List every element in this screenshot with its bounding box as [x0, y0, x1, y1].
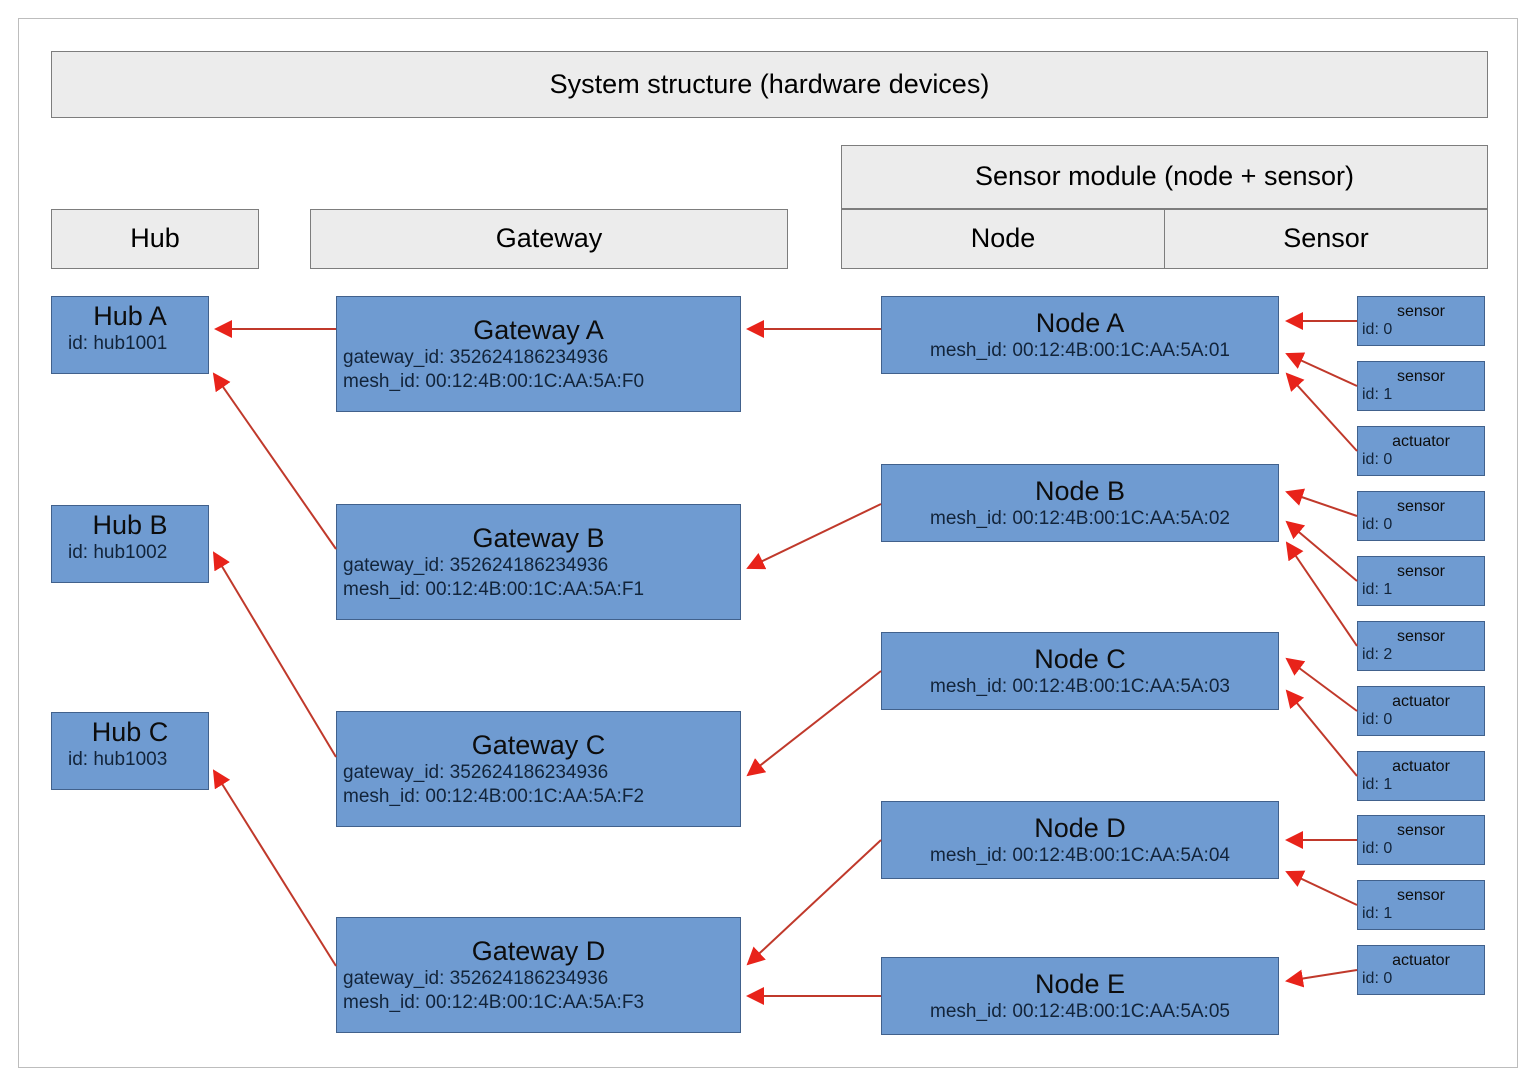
- gateway-d-mesh-id: mesh_id: 00:12:4B:00:1C:AA:5A:F3: [343, 991, 645, 1013]
- gateway-a-title: Gateway A: [473, 314, 604, 345]
- peripheral-sensor-0-node-b[interactable]: sensor id: 0: [1357, 491, 1485, 541]
- hub-a-box[interactable]: Hub A id: hub1001: [51, 296, 209, 374]
- gateway-b-title: Gateway B: [472, 522, 605, 553]
- peripheral-id: id: 1: [1362, 581, 1393, 598]
- node-b-title: Node B: [1034, 475, 1126, 506]
- node-a-mesh-id: mesh_id: 00:12:4B:00:1C:AA:5A:01: [930, 339, 1230, 361]
- gateway-c-box[interactable]: Gateway C gateway_id: 352624186234936 me…: [336, 711, 741, 827]
- gateway-c-title: Gateway C: [471, 729, 606, 760]
- peripheral-actuator-1-node-c[interactable]: actuator id: 1: [1357, 751, 1485, 801]
- node-e-title: Node E: [1034, 968, 1126, 999]
- peripheral-id: id: 0: [1362, 711, 1393, 728]
- gateway-b-gateway-id: gateway_id: 352624186234936: [343, 554, 609, 576]
- peripheral-title: sensor: [1396, 562, 1446, 580]
- peripheral-sensor-0-node-a[interactable]: sensor id: 0: [1357, 296, 1485, 346]
- header-hub-label: Hub: [130, 223, 180, 254]
- peripheral-title: actuator: [1392, 692, 1450, 710]
- node-e-mesh-id: mesh_id: 00:12:4B:00:1C:AA:5A:05: [930, 1000, 1230, 1022]
- diagram-border: [18, 18, 1518, 1068]
- hub-b-box[interactable]: Hub B id: hub1002: [51, 505, 209, 583]
- peripheral-title: sensor: [1396, 886, 1446, 904]
- gateway-d-gateway-id: gateway_id: 352624186234936: [343, 967, 609, 989]
- node-e-box[interactable]: Node E mesh_id: 00:12:4B:00:1C:AA:5A:05: [881, 957, 1279, 1035]
- node-a-title: Node A: [1035, 307, 1125, 338]
- peripheral-title: sensor: [1396, 367, 1446, 385]
- gateway-b-mesh-id: mesh_id: 00:12:4B:00:1C:AA:5A:F1: [343, 578, 645, 600]
- node-d-box[interactable]: Node D mesh_id: 00:12:4B:00:1C:AA:5A:04: [881, 801, 1279, 879]
- gateway-c-mesh-id: mesh_id: 00:12:4B:00:1C:AA:5A:F2: [343, 785, 645, 807]
- peripheral-id: id: 0: [1362, 970, 1393, 987]
- header-sensor-module-label: Sensor module (node + sensor): [975, 161, 1354, 192]
- peripheral-title: actuator: [1392, 951, 1450, 969]
- node-d-title: Node D: [1034, 812, 1126, 843]
- peripheral-sensor-1-node-b[interactable]: sensor id: 1: [1357, 556, 1485, 606]
- gateway-b-box[interactable]: Gateway B gateway_id: 352624186234936 me…: [336, 504, 741, 620]
- header-sensor-label: Sensor: [1283, 223, 1369, 254]
- hub-c-box[interactable]: Hub C id: hub1003: [51, 712, 209, 790]
- gateway-a-gateway-id: gateway_id: 352624186234936: [343, 346, 609, 368]
- header-sensor-module: Sensor module (node + sensor): [841, 145, 1488, 209]
- peripheral-actuator-0-node-c[interactable]: actuator id: 0: [1357, 686, 1485, 736]
- peripheral-sensor-2-node-b[interactable]: sensor id: 2: [1357, 621, 1485, 671]
- node-b-box[interactable]: Node B mesh_id: 00:12:4B:00:1C:AA:5A:02: [881, 464, 1279, 542]
- peripheral-title: sensor: [1396, 497, 1446, 515]
- peripheral-title: actuator: [1392, 432, 1450, 450]
- peripheral-id: id: 1: [1362, 776, 1393, 793]
- gateway-d-box[interactable]: Gateway D gateway_id: 352624186234936 me…: [336, 917, 741, 1033]
- peripheral-id: id: 0: [1362, 840, 1393, 857]
- hub-b-id: id: hub1002: [68, 542, 168, 564]
- peripheral-title: actuator: [1392, 757, 1450, 775]
- gateway-a-mesh-id: mesh_id: 00:12:4B:00:1C:AA:5A:F0: [343, 370, 645, 392]
- header-node-label: Node: [970, 223, 1036, 254]
- gateway-c-gateway-id: gateway_id: 352624186234936: [343, 761, 609, 783]
- node-c-title: Node C: [1034, 643, 1126, 674]
- peripheral-title: sensor: [1396, 821, 1446, 839]
- peripheral-actuator-0-node-a[interactable]: actuator id: 0: [1357, 426, 1485, 476]
- diagram-title-label: System structure (hardware devices): [549, 68, 990, 99]
- header-sensor: Sensor: [1164, 209, 1488, 269]
- hub-c-id: id: hub1003: [68, 749, 168, 771]
- peripheral-id: id: 1: [1362, 386, 1393, 403]
- peripheral-sensor-1-node-a[interactable]: sensor id: 1: [1357, 361, 1485, 411]
- node-c-mesh-id: mesh_id: 00:12:4B:00:1C:AA:5A:03: [930, 675, 1230, 697]
- gateway-a-box[interactable]: Gateway A gateway_id: 352624186234936 me…: [336, 296, 741, 412]
- header-gateway: Gateway: [310, 209, 788, 269]
- node-b-mesh-id: mesh_id: 00:12:4B:00:1C:AA:5A:02: [930, 507, 1230, 529]
- peripheral-id: id: 0: [1362, 451, 1393, 468]
- hub-b-title: Hub B: [92, 510, 168, 540]
- hub-a-id: id: hub1001: [68, 333, 168, 355]
- node-d-mesh-id: mesh_id: 00:12:4B:00:1C:AA:5A:04: [930, 844, 1230, 866]
- peripheral-title: sensor: [1396, 302, 1446, 320]
- header-hub: Hub: [51, 209, 259, 269]
- diagram-title: System structure (hardware devices): [51, 51, 1488, 118]
- peripheral-id: id: 0: [1362, 516, 1393, 533]
- peripheral-title: sensor: [1396, 627, 1446, 645]
- peripheral-sensor-1-node-d[interactable]: sensor id: 1: [1357, 880, 1485, 930]
- node-a-box[interactable]: Node A mesh_id: 00:12:4B:00:1C:AA:5A:01: [881, 296, 1279, 374]
- hub-c-title: Hub C: [91, 717, 169, 747]
- peripheral-sensor-0-node-d[interactable]: sensor id: 0: [1357, 815, 1485, 865]
- header-gateway-label: Gateway: [495, 223, 603, 254]
- node-c-box[interactable]: Node C mesh_id: 00:12:4B:00:1C:AA:5A:03: [881, 632, 1279, 710]
- hub-a-title: Hub A: [93, 301, 167, 331]
- peripheral-id: id: 0: [1362, 321, 1393, 338]
- gateway-d-title: Gateway D: [471, 935, 606, 966]
- header-node: Node: [841, 209, 1165, 269]
- peripheral-actuator-0-node-e[interactable]: actuator id: 0: [1357, 945, 1485, 995]
- peripheral-id: id: 2: [1362, 646, 1393, 663]
- peripheral-id: id: 1: [1362, 905, 1393, 922]
